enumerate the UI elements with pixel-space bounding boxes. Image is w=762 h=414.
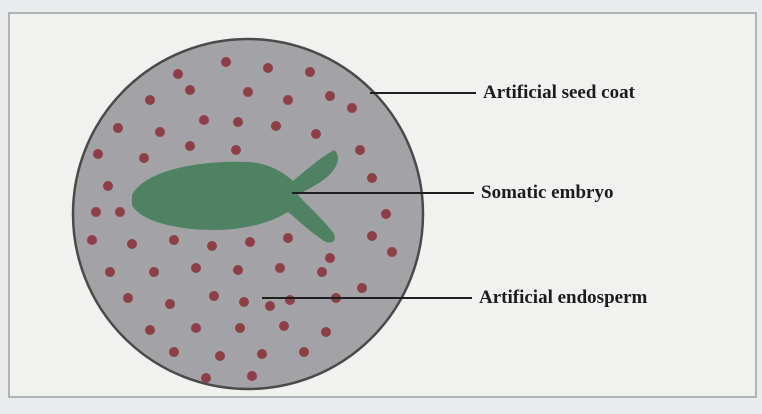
endosperm-dot bbox=[357, 283, 367, 293]
endosperm-dot bbox=[285, 295, 295, 305]
endosperm-dot bbox=[263, 63, 273, 73]
endosperm-dot bbox=[165, 299, 175, 309]
endosperm-dot bbox=[367, 173, 377, 183]
endosperm-dot bbox=[149, 267, 159, 277]
endosperm-dot bbox=[115, 207, 125, 217]
endosperm-dot bbox=[139, 153, 149, 163]
endosperm-dot bbox=[145, 95, 155, 105]
endosperm-dot bbox=[185, 85, 195, 95]
endosperm-dot bbox=[123, 293, 133, 303]
endosperm-dot bbox=[247, 371, 257, 381]
endosperm-dot bbox=[127, 239, 137, 249]
endosperm-dot bbox=[201, 373, 211, 383]
endosperm-dot bbox=[215, 351, 225, 361]
endosperm-dot bbox=[155, 127, 165, 137]
endosperm-dot bbox=[271, 121, 281, 131]
endosperm-dot bbox=[191, 263, 201, 273]
endosperm-dot bbox=[93, 149, 103, 159]
endosperm-dot bbox=[325, 253, 335, 263]
endosperm-dot bbox=[191, 323, 201, 333]
endosperm-dot bbox=[207, 241, 217, 251]
endosperm-dot bbox=[381, 209, 391, 219]
endosperm-dot bbox=[305, 67, 315, 77]
label-artificial-endosperm: Artificial endosperm bbox=[479, 287, 647, 309]
endosperm-dot bbox=[257, 349, 267, 359]
endosperm-dot bbox=[145, 325, 155, 335]
endosperm-dot bbox=[233, 265, 243, 275]
endosperm-dot bbox=[105, 267, 115, 277]
endosperm-dot bbox=[239, 297, 249, 307]
endosperm-dot bbox=[279, 321, 289, 331]
endosperm-dot bbox=[169, 235, 179, 245]
endosperm-dot bbox=[87, 235, 97, 245]
endosperm-dot bbox=[387, 247, 397, 257]
endosperm-dot bbox=[185, 141, 195, 151]
endosperm-dot bbox=[275, 263, 285, 273]
endosperm-dot bbox=[221, 57, 231, 67]
endosperm-dot bbox=[283, 233, 293, 243]
endosperm-dot bbox=[367, 231, 377, 241]
endosperm-dot bbox=[243, 87, 253, 97]
endosperm-dot bbox=[325, 91, 335, 101]
endosperm-dot bbox=[91, 207, 101, 217]
endosperm-dot bbox=[233, 117, 243, 127]
endosperm-dot bbox=[299, 347, 309, 357]
endosperm-dot bbox=[173, 69, 183, 79]
endosperm-dot bbox=[317, 267, 327, 277]
endosperm-dot bbox=[283, 95, 293, 105]
endosperm-dot bbox=[103, 181, 113, 191]
endosperm-dot bbox=[355, 145, 365, 155]
endosperm-dot bbox=[169, 347, 179, 357]
endosperm-dot bbox=[321, 327, 331, 337]
endosperm-dot bbox=[199, 115, 209, 125]
label-artificial-seed-coat: Artificial seed coat bbox=[483, 82, 635, 104]
endosperm-dot bbox=[265, 301, 275, 311]
label-somatic-embryo: Somatic embryo bbox=[481, 182, 613, 204]
endosperm-dot bbox=[311, 129, 321, 139]
endosperm-dot bbox=[245, 237, 255, 247]
endosperm-dot bbox=[113, 123, 123, 133]
endosperm-dot bbox=[347, 103, 357, 113]
endosperm-dot bbox=[209, 291, 219, 301]
endosperm-dot bbox=[231, 145, 241, 155]
endosperm-dot bbox=[235, 323, 245, 333]
